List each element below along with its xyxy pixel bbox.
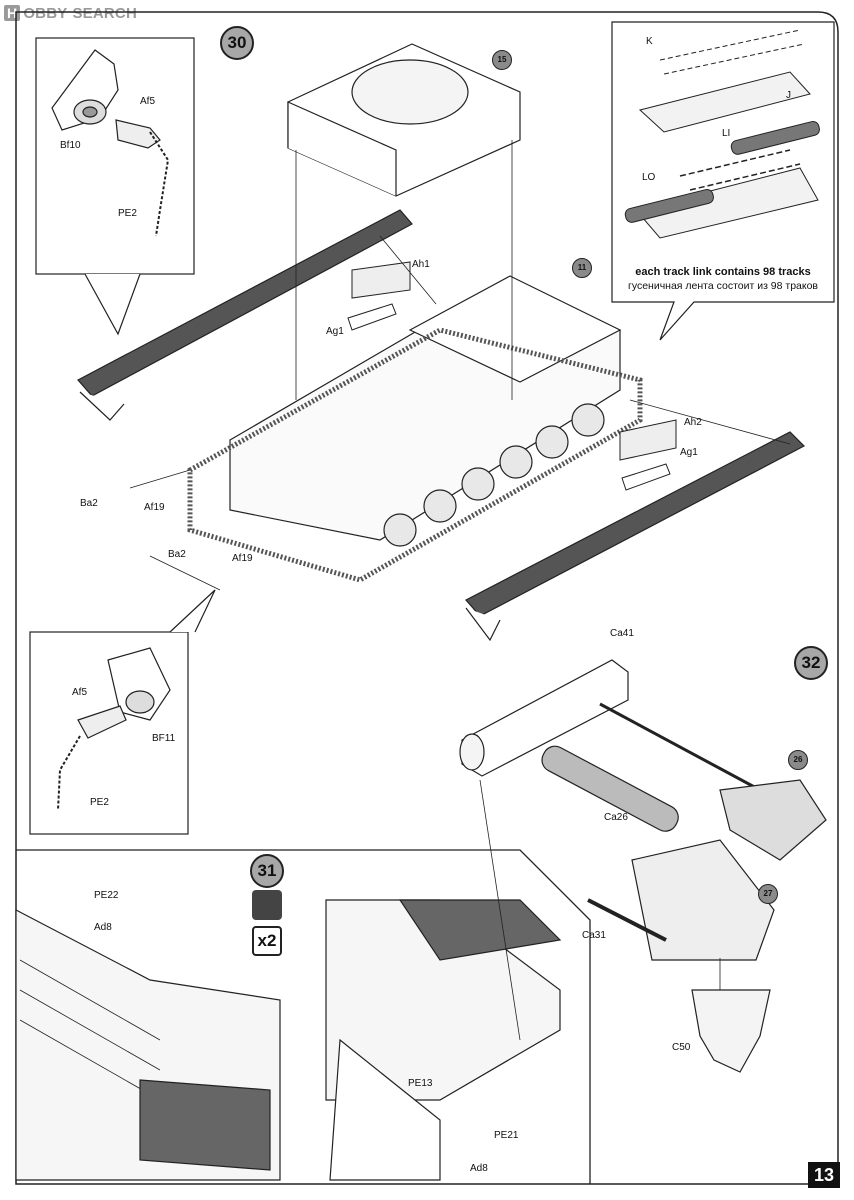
ref-26: 26 (788, 750, 808, 770)
part-label: Af5 (140, 96, 156, 107)
track-caption: each track link contains 98 tracks гусен… (614, 266, 832, 292)
part-label: PE22 (94, 890, 119, 901)
gun-assembly (459, 659, 827, 1073)
engine-deck-part (287, 43, 521, 197)
part-label: Ad8 (94, 922, 112, 933)
track-link-detail (624, 29, 820, 239)
ref-27: 27 (758, 884, 778, 904)
part-label: Ah2 (684, 417, 702, 428)
page-number: 13 (808, 1162, 840, 1188)
part-label: Ca41 (610, 628, 634, 639)
part-label: Ag1 (326, 326, 344, 337)
right-fender (465, 431, 806, 642)
hinge-detail-bottom (57, 647, 171, 811)
step-32-badge: 32 (794, 646, 828, 680)
assembly-lines (129, 140, 791, 1041)
glue-icon (252, 890, 282, 920)
hull-assembly (187, 275, 643, 583)
page-frame (15, 11, 839, 1185)
part-label: Af19 (144, 502, 165, 513)
part-label: Ca31 (582, 930, 606, 941)
part-label: PE2 (90, 797, 109, 808)
part-label: J (786, 90, 791, 101)
part-label: Ba2 (80, 498, 98, 509)
left-fender (77, 209, 413, 421)
track-caption-ru: гусеничная лента состоит из 98 траков (627, 280, 819, 292)
ref-15: 15 (492, 50, 512, 70)
part-label: C50 (672, 1042, 691, 1053)
ref-11: 11 (572, 258, 592, 278)
part-label: PE13 (408, 1078, 433, 1089)
multiplier-badge: x2 (252, 926, 282, 956)
step-31-badge: 31 (250, 854, 284, 888)
step31-frame (16, 849, 591, 1184)
part-label: Bf10 (60, 140, 81, 151)
part-label: Ag1 (680, 447, 698, 458)
part-label: Af19 (232, 553, 253, 564)
step-30-badge: 30 (220, 26, 254, 60)
part-label: Ah1 (412, 259, 430, 270)
part-label: K (646, 36, 653, 47)
part-label: PE21 (494, 1130, 519, 1141)
part-label: Ca26 (604, 812, 628, 823)
part-label: Ad8 (470, 1163, 488, 1174)
armor-plates (347, 261, 677, 491)
hull-rear-left (15, 909, 281, 1181)
hull-rear-right (325, 899, 562, 1181)
part-label: Af5 (72, 687, 88, 698)
part-label: PE2 (118, 208, 137, 219)
part-label: LI (722, 128, 731, 139)
part-label: LO (642, 172, 656, 183)
part-label: BF11 (152, 733, 176, 744)
hinge-detail-top (51, 49, 170, 237)
track-caption-en: each track link contains 98 tracks (635, 266, 811, 278)
part-label: Ba2 (168, 549, 186, 560)
